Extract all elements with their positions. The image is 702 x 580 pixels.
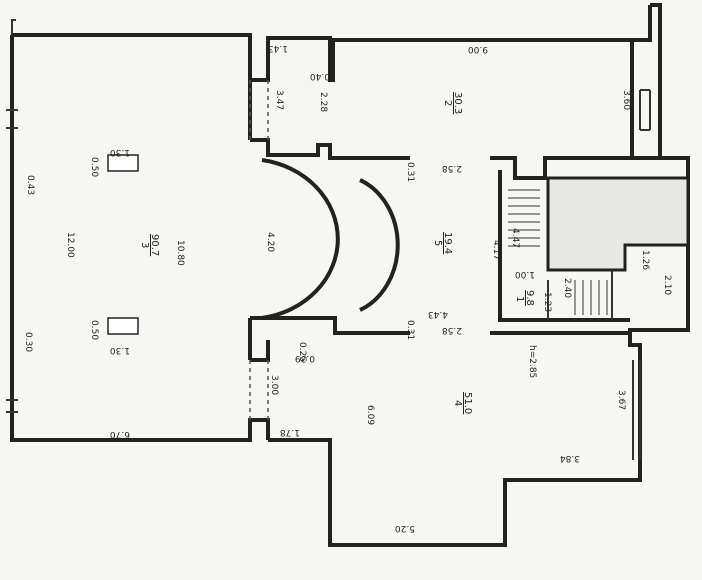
dim-label: 1.43 bbox=[268, 43, 288, 53]
dim-label: 1.30 bbox=[110, 147, 130, 157]
room-5-area: 19.4 bbox=[442, 232, 453, 254]
outer-walls bbox=[6, 3, 690, 547]
dimension-labels: 1.43 9.00 0.40 3.47 2.28 3.60 1.30 0.50 … bbox=[23, 43, 672, 533]
dim-label: 3.00 bbox=[269, 375, 279, 395]
dim-label: 2.28 bbox=[318, 92, 328, 112]
dim-label: 1.78 bbox=[280, 427, 300, 437]
window-left-bottom bbox=[6, 399, 18, 413]
stair-top-wall bbox=[490, 156, 632, 180]
dim-label: 4.47 bbox=[510, 228, 520, 248]
dim-label: 6.70 bbox=[110, 429, 130, 439]
dim-label: 2.58 bbox=[442, 163, 462, 173]
dim-label: 0.43 bbox=[25, 175, 35, 195]
dim-label: 0.25 bbox=[297, 342, 307, 362]
room-1-number: 1 bbox=[514, 296, 525, 302]
dim-label: 4.43 bbox=[428, 309, 448, 319]
dim-label: 0.31 bbox=[405, 162, 415, 182]
partition-lower bbox=[250, 316, 410, 335]
arch-outer bbox=[261, 158, 340, 320]
dim-label: 3.47 bbox=[274, 90, 284, 110]
arch-inner bbox=[359, 178, 400, 312]
dim-label: 2.10 bbox=[662, 275, 672, 295]
dim-label: h=2.85 bbox=[527, 345, 537, 378]
column-lower bbox=[107, 317, 139, 335]
room-3-number: 3 bbox=[139, 242, 150, 248]
partition-upper bbox=[250, 138, 410, 160]
top-wall bbox=[12, 5, 652, 82]
dim-label: 0.30 bbox=[23, 332, 33, 352]
dim-label: 0.50 bbox=[89, 157, 99, 177]
dim-label: 12.00 bbox=[65, 232, 75, 258]
stair-lower-walls bbox=[547, 270, 613, 320]
room-3-area: 90.7 bbox=[149, 234, 160, 256]
column-upper bbox=[107, 154, 139, 172]
inner-walls bbox=[248, 80, 690, 362]
doorways bbox=[249, 80, 269, 420]
dim-label: 10.80 bbox=[175, 240, 185, 266]
dim-label: 1.00 bbox=[515, 269, 535, 279]
window-left-top bbox=[6, 109, 18, 129]
partition-lower-left bbox=[248, 318, 270, 362]
room-1-area: 9.8 bbox=[524, 290, 535, 306]
dim-label: 0.40 bbox=[310, 71, 330, 81]
dim-label: 0.50 bbox=[89, 320, 99, 340]
right-upper-wall bbox=[630, 3, 662, 160]
room-2-area: 30.3 bbox=[452, 92, 463, 114]
left-wall bbox=[10, 35, 270, 442]
dim-label: 6.09 bbox=[365, 405, 375, 425]
room-4-number: 4 bbox=[452, 400, 463, 406]
dim-label: 1.23 bbox=[542, 292, 552, 312]
dim-label: 3.60 bbox=[621, 90, 631, 110]
dim-label: 0.39 bbox=[295, 353, 315, 363]
room-4-area: 51.0 bbox=[462, 392, 473, 414]
shaft-room bbox=[546, 176, 690, 272]
dim-label: 3.84 bbox=[560, 453, 580, 463]
room-5-number: 5 bbox=[432, 240, 443, 246]
dim-label: 2.40 bbox=[562, 278, 572, 298]
dim-label: 9.00 bbox=[468, 44, 488, 54]
doorway-lower bbox=[249, 360, 269, 420]
dim-label: 1.30 bbox=[110, 345, 130, 355]
room-2-number: 2 bbox=[442, 100, 453, 106]
dim-label: 5.20 bbox=[395, 523, 415, 533]
dim-label: 2.58 bbox=[442, 325, 462, 335]
dim-label: 1.26 bbox=[640, 250, 650, 270]
dim-label: 4.17 bbox=[491, 240, 501, 260]
dim-label: 0.31 bbox=[405, 320, 415, 340]
stair-left-wall bbox=[498, 170, 630, 322]
corner-mark bbox=[11, 19, 16, 35]
doorway-upper bbox=[249, 80, 269, 140]
dim-label: 3.67 bbox=[616, 390, 626, 410]
window-right-top bbox=[639, 89, 651, 131]
dim-label: 4.20 bbox=[265, 232, 275, 252]
window-right-bottom bbox=[632, 360, 641, 460]
stairs bbox=[508, 189, 608, 315]
room-labels: 3 90.7 2 30.3 5 19.4 4 51.0 1 9.8 bbox=[139, 92, 535, 414]
